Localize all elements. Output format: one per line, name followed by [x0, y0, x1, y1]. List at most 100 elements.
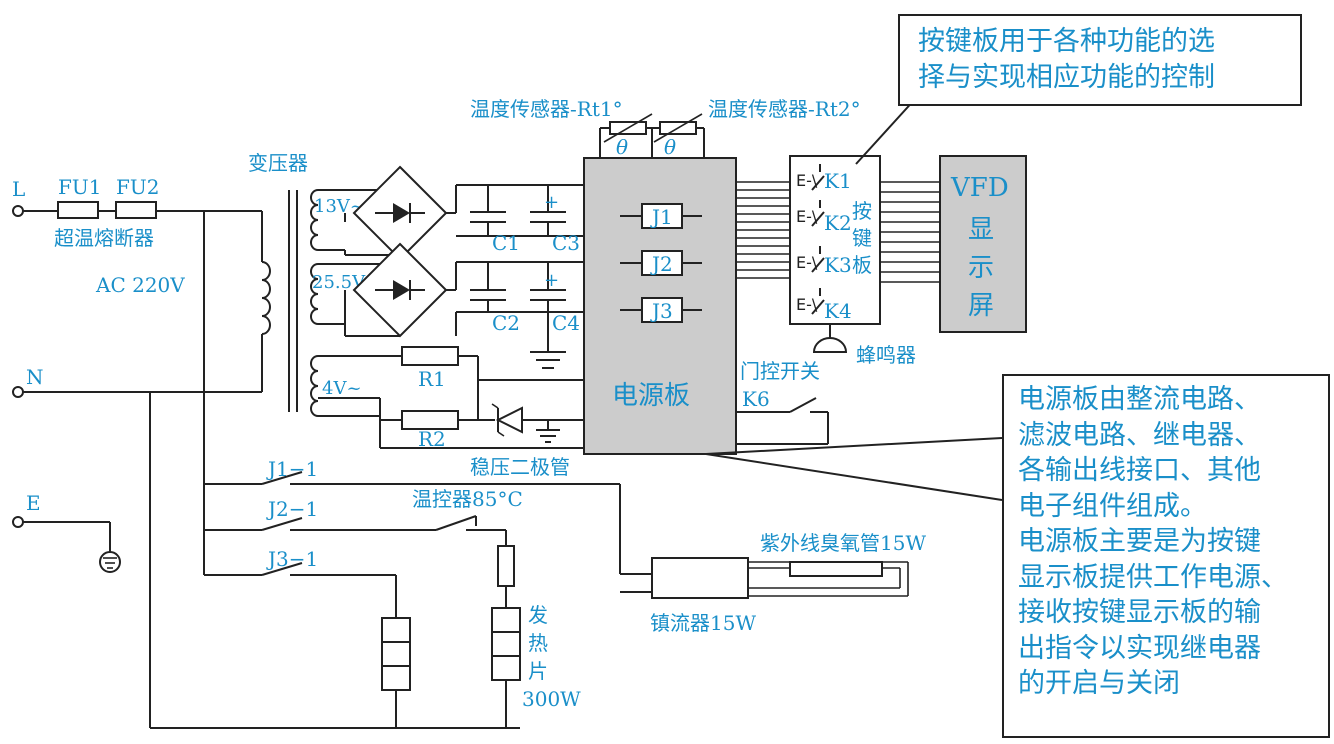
svg-text:镇流器15W: 镇流器15W	[650, 611, 756, 635]
fuse-fu2: FU2	[98, 175, 159, 219]
svg-text:N: N	[26, 365, 44, 389]
svg-text:E-\: E-\	[796, 207, 818, 226]
relay-j1: J1	[620, 203, 702, 229]
svg-text:热: 热	[528, 631, 548, 655]
callout-pointer-power-upper	[705, 437, 1003, 455]
svg-text:发: 发	[528, 603, 548, 627]
svg-text:J1−1: J1−1	[266, 457, 318, 481]
svg-text:K4: K4	[824, 299, 852, 323]
svg-text:K3: K3	[824, 253, 852, 277]
contact-j2-1: J2−1	[204, 497, 436, 531]
svg-text:C3: C3	[552, 231, 580, 255]
zener-diode: 稳压二极管	[470, 403, 584, 479]
svg-text:温度传感器-Rt1°: 温度传感器-Rt1°	[470, 97, 623, 121]
ground-symbol	[23, 521, 121, 573]
note-power-line: 电子组件组成。	[1018, 490, 1207, 522]
svg-text:J2: J2	[650, 252, 673, 276]
svg-text:θ: θ	[616, 135, 628, 159]
svg-text:K2: K2	[824, 211, 852, 235]
svg-text:θ: θ	[664, 135, 676, 159]
svg-text:板: 板	[852, 253, 872, 277]
contact-j3-1: J3−1	[204, 547, 397, 618]
label-13v: 13V~	[314, 196, 365, 217]
svg-text:屏: 屏	[968, 291, 994, 321]
note-power-line: 滤波电路、继电器、	[1018, 419, 1261, 451]
svg-text:C4: C4	[552, 311, 580, 335]
relay-j3: J3	[620, 297, 702, 323]
svg-text:K1: K1	[824, 169, 852, 193]
svg-text:FU2: FU2	[116, 175, 159, 199]
svg-text:E-\: E-\	[796, 253, 818, 272]
fuse-fu1: FU1	[23, 175, 101, 219]
bridge-rectifier-2	[318, 242, 584, 338]
svg-text:FU1: FU1	[58, 175, 101, 199]
svg-text:E-\: E-\	[796, 171, 818, 190]
vfd-display: VFD 显 示 屏	[939, 155, 1027, 333]
svg-text:键: 键	[852, 226, 872, 250]
note-keyboard-line: 择与实现相应功能的控制	[918, 61, 1215, 93]
key-k3: E-\ K3	[796, 246, 852, 277]
temp-sensor-rt2: 温度传感器-Rt2° θ	[651, 97, 861, 159]
relay-j2: J2	[620, 250, 702, 276]
contact-j1-1: J1−1	[204, 457, 652, 575]
svg-text:温度传感器-Rt2°: 温度传感器-Rt2°	[708, 97, 861, 121]
svg-text:R1: R1	[418, 367, 446, 391]
svg-text:VFD: VFD	[950, 173, 1009, 203]
svg-text:300W: 300W	[522, 687, 581, 711]
transformer: 变压器	[248, 151, 319, 417]
note-power-line: 电源板主要是为按键	[1018, 526, 1261, 557]
callout-pointer-keyboard	[855, 97, 917, 165]
svg-text:门控开关: 门控开关	[740, 359, 820, 383]
svg-text:K6: K6	[742, 387, 770, 411]
note-power-line: 接收按键显示板的输	[1018, 597, 1261, 628]
note-power-line: 电源板由整流电路、	[1018, 384, 1261, 415]
svg-text:按: 按	[852, 199, 872, 223]
svg-text:电源板: 电源板	[612, 381, 690, 411]
svg-text:J3−1: J3−1	[266, 547, 318, 571]
heater: 发 热 片 300W	[491, 603, 581, 728]
bus-board-to-keyboard	[736, 181, 790, 279]
bus-keyboard-to-vfd	[880, 181, 940, 283]
svg-text:显: 显	[968, 215, 994, 245]
capacitors-c1-c3: + C1 C3	[456, 185, 584, 255]
svg-text:紫外线臭氧管15W: 紫外线臭氧管15W	[760, 531, 926, 555]
svg-text:J2−1: J2−1	[266, 497, 318, 521]
svg-text:+: +	[544, 192, 559, 213]
note-keyboard: 按键板用于各种功能的选 择与实现相应功能的控制	[898, 14, 1302, 106]
resistor-r1: R1	[318, 312, 479, 420]
capacitors-c2-c4: + C2 C4	[456, 262, 584, 369]
svg-text:C2: C2	[492, 311, 520, 335]
temp-sensor-rt1: 温度传感器-Rt1° θ	[470, 97, 653, 159]
note-power-board: 电源板由整流电路、 滤波电路、继电器、 各输出线接口、其他 电子组件组成。 电源…	[1002, 374, 1330, 738]
svg-text:片: 片	[528, 659, 548, 683]
svg-text:蜂鸣器: 蜂鸣器	[856, 343, 916, 367]
svg-text:温控器85°C: 温控器85°C	[412, 487, 523, 511]
svg-text:E: E	[26, 491, 41, 515]
ac-voltage: AC 220V	[95, 273, 185, 297]
resistor-r2: R2	[318, 397, 584, 451]
terminal-E: E	[12, 491, 41, 528]
key-k4: E-\ K4	[796, 288, 852, 323]
note-power-line: 显示板提供工作电源、	[1018, 561, 1288, 593]
svg-text:示: 示	[968, 253, 994, 283]
note-power-line: 的开启与关闭	[1018, 668, 1180, 699]
svg-text:C1: C1	[492, 231, 520, 255]
note-power-line: 出指令以实现继电器	[1018, 632, 1261, 664]
svg-text:变压器: 变压器	[248, 151, 308, 175]
terminal-N: N	[12, 365, 44, 398]
load-j3	[381, 617, 411, 728]
key-k2: E-\ K2	[796, 200, 852, 235]
uv-ozone-tube: 紫外线臭氧管15W	[748, 531, 926, 597]
note-keyboard-line: 按键板用于各种功能的选	[918, 26, 1215, 57]
svg-text:J3: J3	[650, 299, 673, 323]
svg-text:E-\: E-\	[796, 295, 818, 314]
svg-text:L: L	[12, 177, 25, 201]
thermostat: 温控器85°C	[412, 487, 523, 608]
keyboard-board: 按 键 板	[789, 155, 881, 325]
note-power-line: 各输出线接口、其他	[1018, 455, 1261, 486]
svg-text:+: +	[544, 270, 559, 291]
label-4v: 4V~	[322, 378, 362, 399]
key-k1: E-\ K1	[796, 164, 852, 193]
